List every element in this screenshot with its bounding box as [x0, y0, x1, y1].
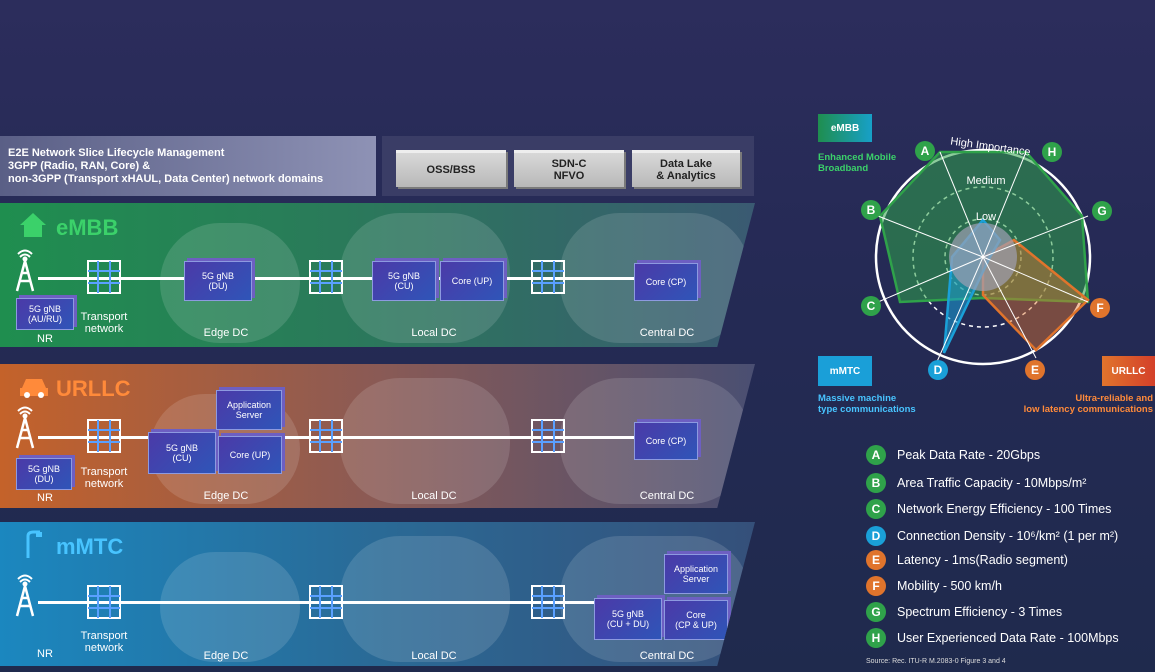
transport-switch-icon	[309, 419, 343, 453]
gnb-du-node: 5G gNB (DU)	[184, 261, 252, 301]
radio-tower-icon	[15, 574, 35, 617]
management-systems-panel: OSS/BSS SDN-C NFVO Data Lake & Analytics	[382, 136, 754, 196]
mmtc-caption: Massive machine type communications	[818, 393, 916, 415]
transport-network-label: Transport network	[80, 311, 128, 335]
transport-network-label: Transport network	[80, 466, 128, 490]
axis-d-label: D	[934, 363, 943, 377]
nr-label: NR	[37, 492, 53, 504]
core-cp-up-node: Core (CP & UP)	[664, 600, 728, 640]
embb-title: eMBB	[56, 215, 119, 240]
transport-switch-icon	[87, 419, 121, 453]
oss-bss-box: OSS/BSS	[396, 150, 506, 187]
transport-switch-icon	[531, 419, 565, 453]
embb-caption: Enhanced Mobile Broadband	[818, 152, 897, 174]
transport-switch-icon	[87, 585, 121, 619]
central-dc-label: Central DC	[639, 490, 695, 502]
header-line-2: 3GPP (Radio, RAN, Core) &	[8, 160, 151, 172]
home-icon	[20, 213, 46, 237]
embb-slice-band: eMBB 5G gNB (AU/RU) NR Transport network…	[0, 203, 755, 347]
urllc-title: URLLC	[56, 376, 131, 401]
urllc-caption: Ultra-reliable and low latency communica…	[1023, 393, 1153, 415]
edge-dc-label: Edge DC	[203, 490, 249, 502]
header-line-3: non-3GPP (Transport xHAUL, Data Center) …	[8, 173, 324, 185]
mmtc-slice-band: mMTC NR Transport network 5G gNB (CU + D…	[0, 522, 755, 666]
application-server-node: Application Server	[664, 554, 728, 594]
transport-switch-icon	[309, 260, 343, 294]
header-line-1: E2E Network Slice Lifecycle Management	[8, 147, 225, 159]
core-up-node: Core (UP)	[218, 436, 282, 474]
edge-dc-label: Edge DC	[203, 327, 249, 339]
central-dc-label: Central DC	[639, 650, 695, 662]
core-cp-node: Core (CP)	[634, 263, 698, 301]
axis-h-label: H	[1048, 145, 1057, 159]
nr-label: NR	[37, 333, 53, 345]
nr-label: NR	[37, 648, 53, 660]
gnb-au-ru-node: 5G gNB (AU/RU)	[16, 298, 74, 330]
transport-switch-icon	[531, 260, 565, 294]
source-note: Source: Rec. ITU-R M.2083-0 Figure 3 and…	[866, 658, 1006, 665]
axis-e-label: E	[1031, 363, 1039, 377]
transport-switch-icon	[309, 585, 343, 619]
transport-switch-icon	[87, 260, 121, 294]
gnb-cu-du-node: 5G gNB (CU + DU)	[594, 598, 662, 640]
application-server-node: Application Server	[216, 390, 282, 430]
core-cp-node: Core (CP)	[634, 422, 698, 460]
gnb-cu-node: 5G gNB (CU)	[372, 261, 436, 301]
axis-a-label: A	[921, 144, 930, 158]
core-up-node: Core (UP)	[440, 261, 504, 301]
mmtc-badge: mMTC	[818, 356, 872, 386]
lifecycle-management-header: E2E Network Slice Lifecycle Management 3…	[0, 136, 376, 196]
data-lake-box: Data Lake & Analytics	[632, 150, 740, 187]
axis-f-label: F	[1096, 301, 1103, 315]
radio-tower-icon	[15, 249, 35, 292]
streetlight-icon	[26, 530, 42, 558]
axis-c-label: C	[867, 299, 876, 313]
transport-switch-icon	[531, 585, 565, 619]
car-icon	[20, 379, 48, 398]
sdn-nfvo-box: SDN-C NFVO	[514, 150, 624, 187]
local-dc-label: Local DC	[411, 490, 457, 502]
embb-badge: eMBB	[818, 114, 872, 142]
axis-g-label: G	[1097, 204, 1106, 218]
urllc-badge: URLLC	[1102, 356, 1155, 386]
urllc-slice-band: URLLC 5G gNB (DU) NR Transport network 5…	[0, 364, 755, 508]
mmtc-title: mMTC	[56, 534, 124, 559]
usage-scenario-radar: A H G F E D C B High Importance Medium L…	[861, 135, 1112, 380]
local-dc-label: Local DC	[411, 650, 457, 662]
transport-network-label: Transport network	[80, 630, 128, 654]
axis-b-label: B	[867, 203, 876, 217]
radio-tower-icon	[15, 406, 35, 449]
ring-low-label: Low	[976, 211, 996, 223]
central-dc-label: Central DC	[639, 327, 695, 339]
local-dc-label: Local DC	[411, 327, 457, 339]
gnb-du-node: 5G gNB (DU)	[16, 458, 72, 490]
edge-dc-label: Edge DC	[203, 650, 249, 662]
ring-medium-label: Medium	[966, 175, 1005, 187]
gnb-cu-node: 5G gNB (CU)	[148, 432, 216, 474]
